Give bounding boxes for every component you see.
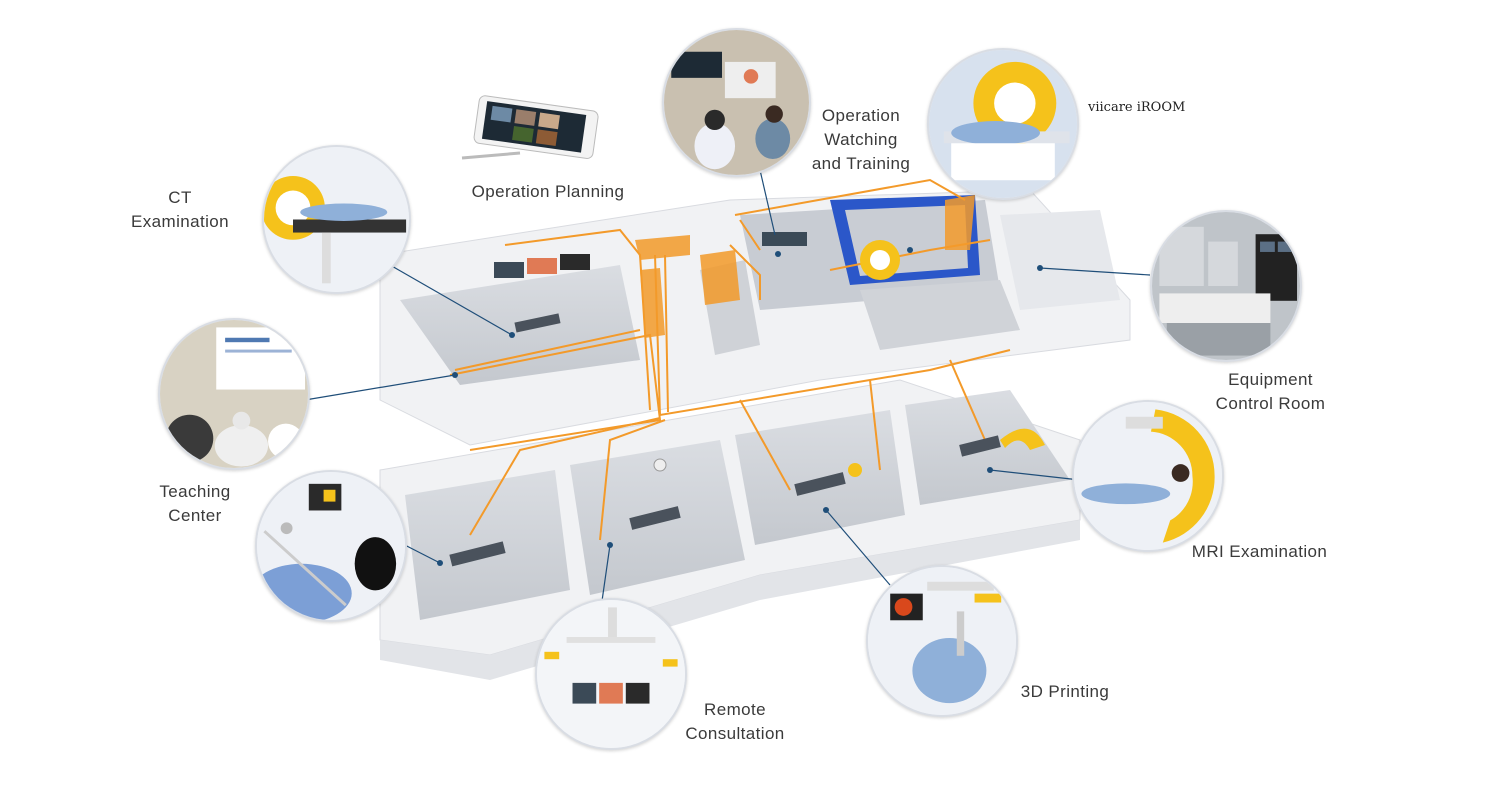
surgical-lamp-icon — [653, 458, 862, 477]
mri-examination-label: MRI Examination — [1191, 542, 1328, 561]
mri-examination-bubble — [1072, 400, 1224, 552]
stylus-icon — [461, 151, 521, 160]
upper-floor — [379, 189, 1131, 446]
operating-room-bubble — [255, 470, 407, 622]
ct-examination-bubble — [262, 145, 411, 294]
remote-consultation-bubble — [535, 598, 687, 750]
tablet-icon — [473, 95, 599, 159]
leader-dots — [437, 247, 1043, 566]
equipment-control-bubble — [1150, 210, 1302, 362]
viicare-iroom-bubble — [927, 48, 1079, 200]
monitor-icon — [494, 232, 807, 278]
brand-label: viicare iROOM — [1088, 100, 1186, 115]
cabling — [449, 178, 1011, 541]
mri-scanner-icon — [1000, 428, 1045, 450]
3d-printing-label: 3D Printing — [1020, 682, 1110, 701]
teaching-center-bubble — [158, 318, 310, 470]
3d-printing-bubble — [866, 565, 1018, 717]
operating-table-icon — [449, 313, 1001, 567]
operation-watching-bubble — [662, 28, 811, 177]
ct-scanner-icon — [860, 240, 900, 280]
operation-planning-label: Operation Planning — [471, 182, 625, 201]
cable-trays — [635, 195, 975, 338]
